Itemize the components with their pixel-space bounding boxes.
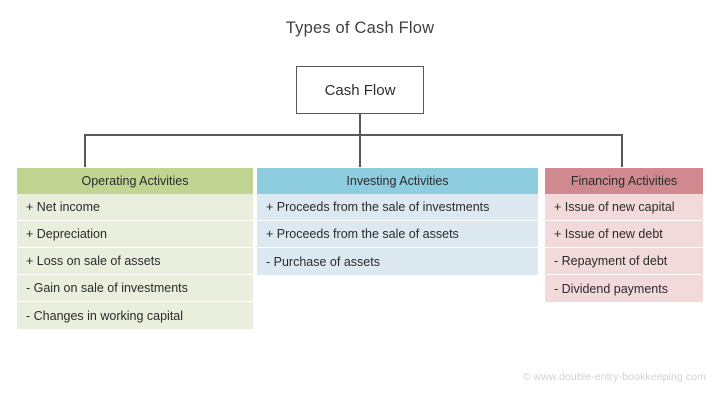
- list-item: - Purchase of assets: [266, 254, 380, 269]
- connector-drop-middle: [359, 134, 361, 167]
- root-node-cash-flow: Cash Flow: [296, 66, 424, 114]
- connector-drop-right: [621, 134, 623, 167]
- column-header-financing: Financing Activities: [545, 168, 703, 194]
- list-item: - Gain on sale of investments: [17, 275, 253, 302]
- watermark-credit: © www.double-entry-bookkeeping.com: [522, 371, 706, 383]
- column-header-label: Financing Activities: [570, 174, 678, 188]
- list-item: + Net income: [17, 194, 253, 221]
- list-item: - Repayment of debt: [545, 248, 703, 275]
- column-header-label: Investing Activities: [346, 174, 449, 188]
- column-header-investing: Investing Activities: [257, 168, 538, 194]
- column-header-operating: Operating Activities: [17, 168, 253, 194]
- list-item: + Loss on sale of assets: [17, 248, 253, 275]
- column-financing-activities: Financing Activities + Issue of new capi…: [545, 168, 703, 302]
- connector-horizontal-bar: [84, 134, 623, 136]
- list-item: + Proceeds from the sale of assets: [257, 221, 538, 248]
- connector-drop-left: [84, 134, 86, 167]
- list-item: + Depreciation: [17, 221, 253, 248]
- column-body-financing: + Issue of new capital + Issue of new de…: [545, 194, 703, 302]
- column-body-operating: + Net income + Depreciation + Loss on sa…: [17, 194, 253, 329]
- list-item: + Issue of new capital: [545, 194, 703, 221]
- column-body-investing: + Proceeds from the sale of investments …: [257, 194, 538, 275]
- list-item: + Issue of new debt: [545, 221, 703, 248]
- page-title: Types of Cash Flow: [285, 19, 435, 37]
- list-item: - Dividend payments: [554, 281, 668, 296]
- column-header-label: Operating Activities: [81, 174, 189, 188]
- column-operating-activities: Operating Activities + Net income + Depr…: [17, 168, 253, 329]
- connector-stem-top: [359, 114, 361, 135]
- root-node-label: Cash Flow: [324, 81, 396, 99]
- list-item: - Changes in working capital: [26, 308, 184, 323]
- column-investing-activities: Investing Activities + Proceeds from the…: [257, 168, 538, 275]
- list-item: + Proceeds from the sale of investments: [257, 194, 538, 221]
